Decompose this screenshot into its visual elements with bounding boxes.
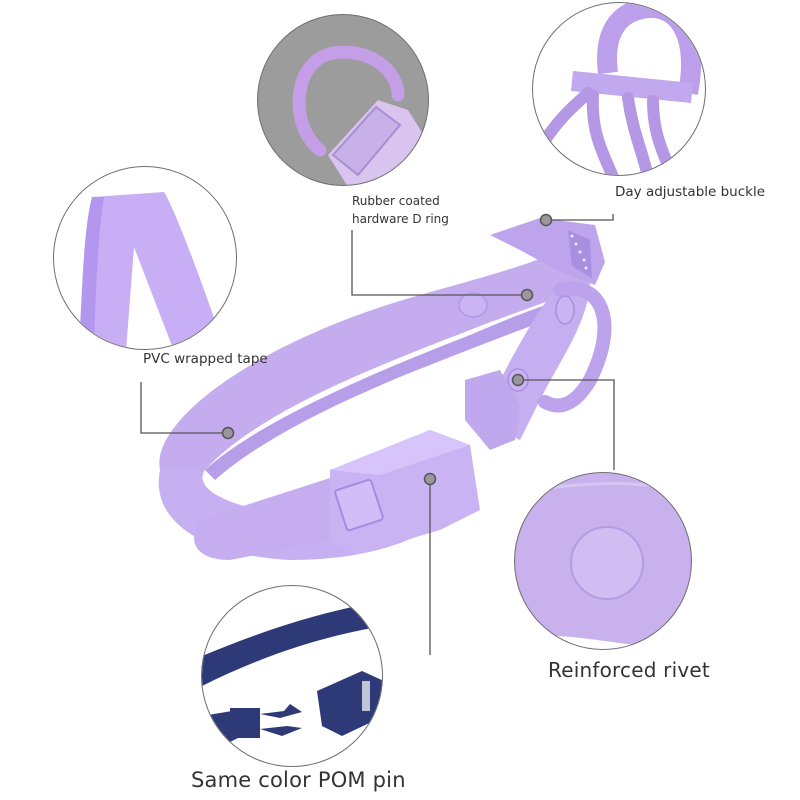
d-ring-label-line2: hardware D ring — [352, 212, 449, 226]
pvc-tape-detail-circle — [53, 166, 237, 350]
d-ring-label: Rubber coated hardware D ring — [352, 192, 449, 228]
pom-pin-label: Same color POM pin — [191, 768, 406, 792]
d-ring-detail-circle — [257, 14, 429, 186]
adjustable-buckle-detail-circle — [532, 2, 706, 176]
rivet-detail-circle — [514, 472, 692, 650]
buckle-loops-icon — [537, 3, 701, 175]
reinforced-rivet-label: Reinforced rivet — [548, 658, 710, 682]
tape-fold-icon — [79, 192, 224, 349]
pvc-tape-label: PVC wrapped tape — [143, 351, 268, 367]
pom-pin-detail-circle — [201, 585, 383, 767]
d-ring-icon — [292, 45, 428, 185]
navy-buckle-icon — [202, 601, 382, 751]
rivet-icon — [515, 482, 691, 649]
adjustable-buckle-label: Day adjustable buckle — [615, 184, 766, 200]
d-ring-label-line1: Rubber coated — [352, 194, 440, 208]
